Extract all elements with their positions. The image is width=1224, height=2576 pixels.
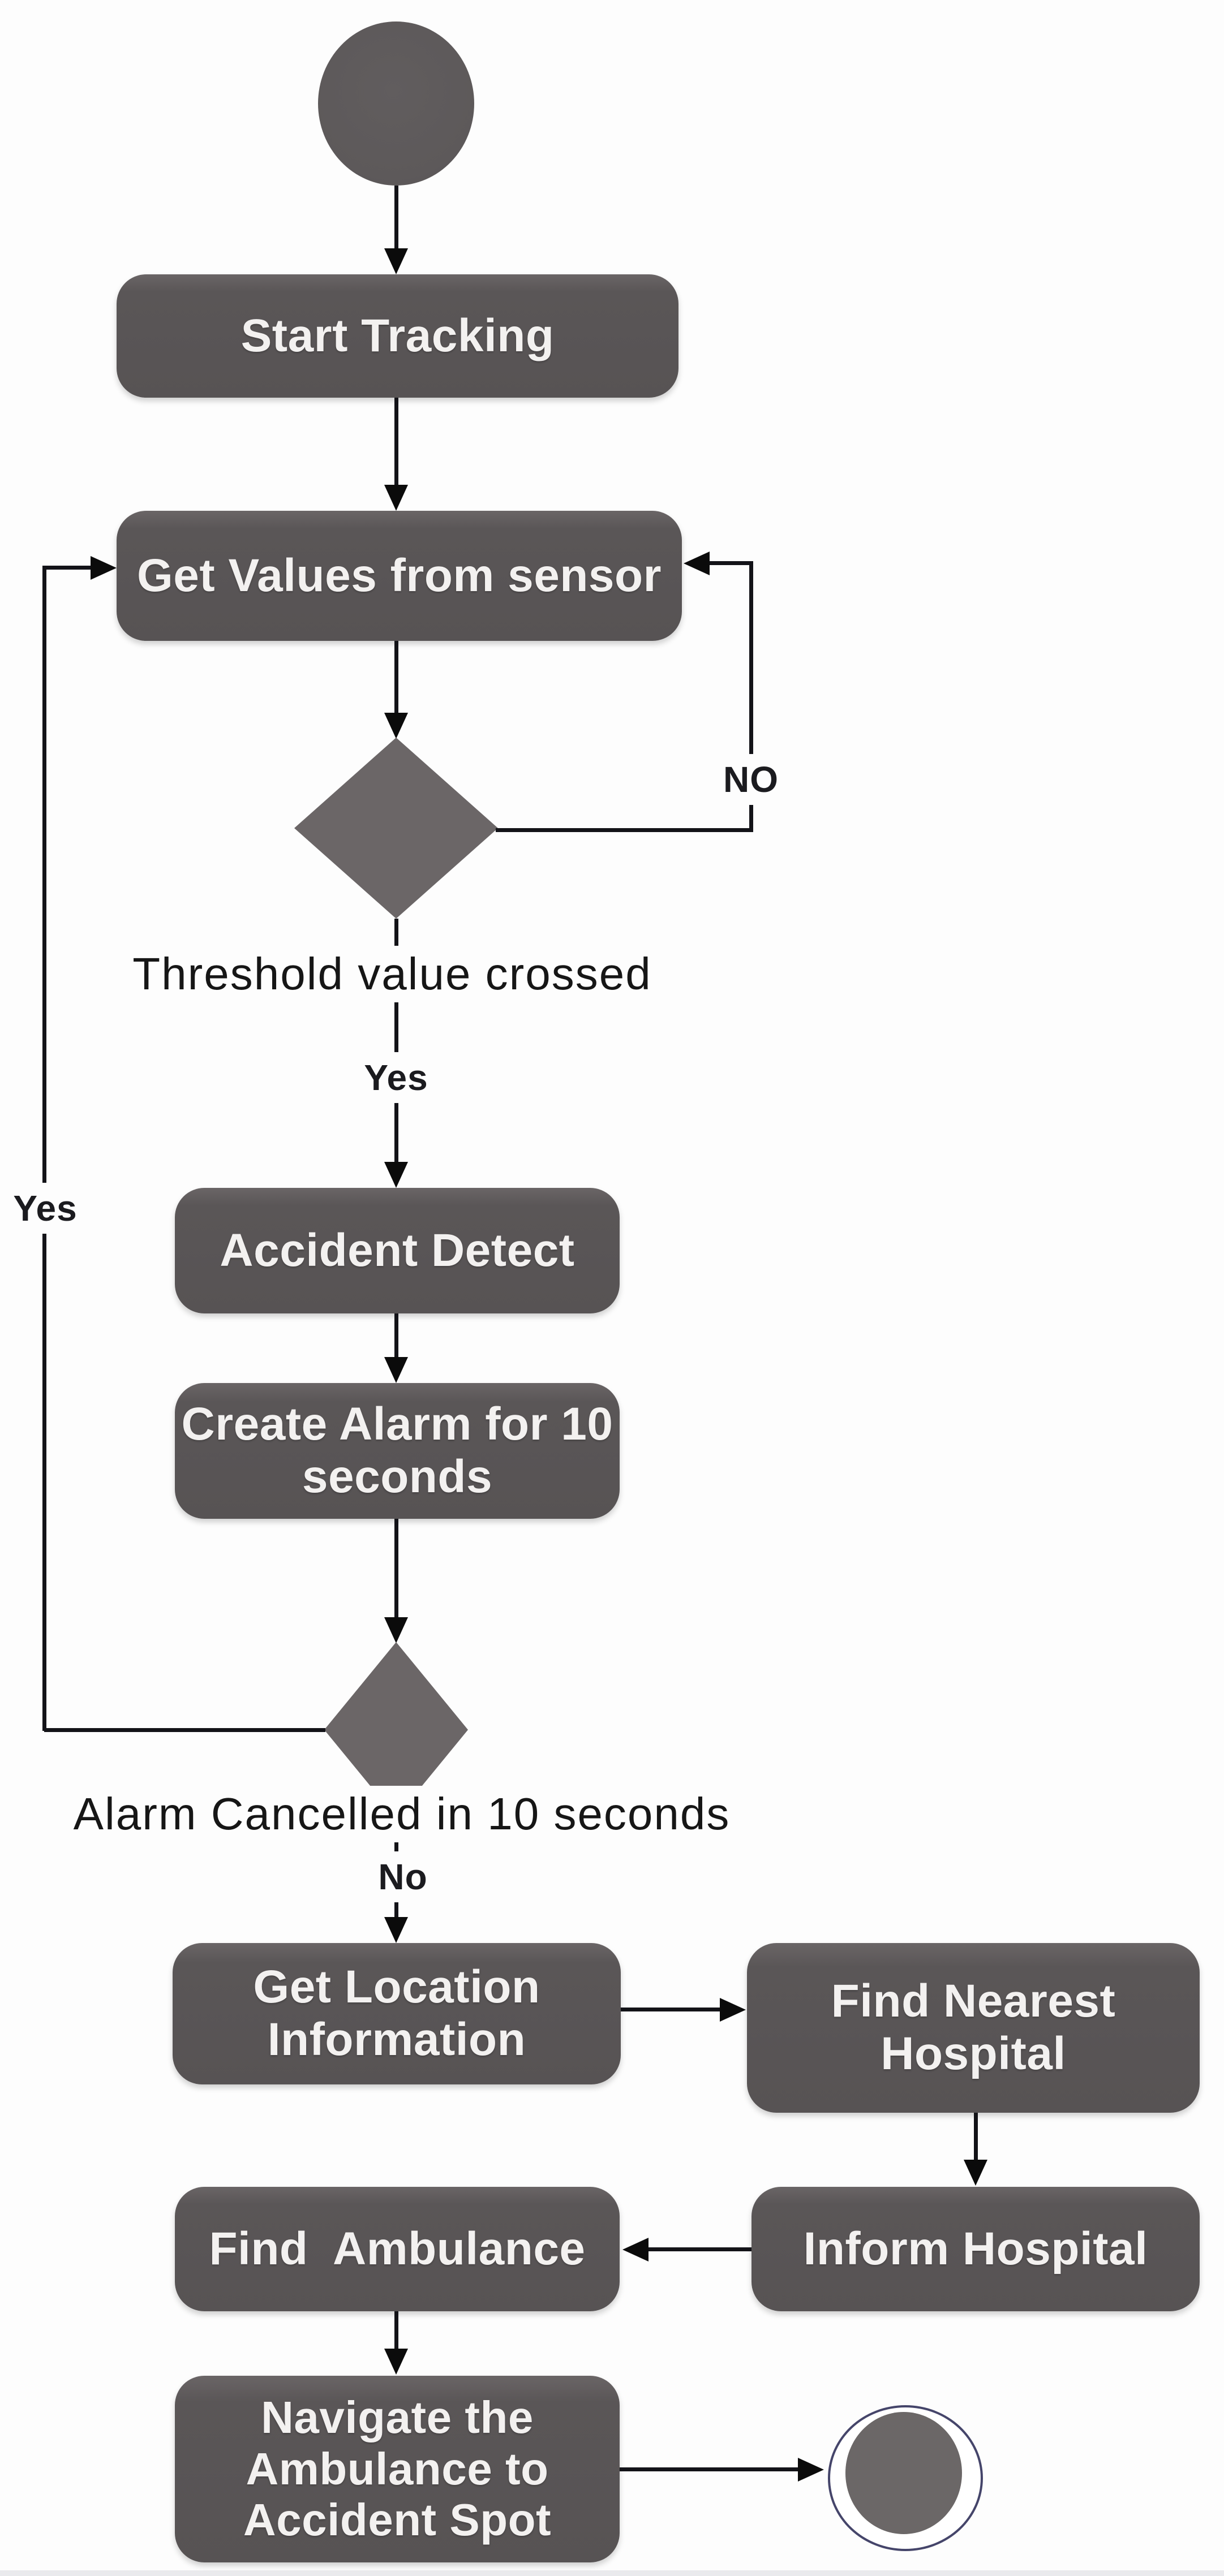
connector-start-to-tracking (394, 186, 398, 251)
arrowhead-down-icon (964, 2160, 987, 2186)
connector-accident-to-alarm (394, 1313, 398, 1359)
bottom-edge-strip (0, 2570, 1224, 2576)
annotation-alarm-cancelled: Alarm Cancelled in 10 seconds (67, 1786, 736, 1842)
edge-label-yes: Yes (354, 1052, 439, 1103)
edge-label-yes-loop: Yes (3, 1183, 88, 1234)
start-node-circle (318, 21, 474, 186)
connector-no-horizontal (496, 828, 753, 832)
connector-ambulance-to-navigate (394, 2311, 398, 2352)
arrowhead-right-icon (720, 1998, 746, 2022)
connector-no-vertical (749, 561, 753, 832)
arrowhead-left-icon (684, 552, 710, 575)
connector-yes-top (44, 566, 92, 570)
arrowhead-down-icon (384, 713, 408, 739)
node-get-values-from-sensor: Get Values from sensor (117, 511, 682, 641)
arrowhead-down-icon (384, 1617, 408, 1643)
connector-yes-vertical (42, 566, 46, 1731)
arrowhead-down-icon (384, 2349, 408, 2375)
arrowhead-down-icon (384, 1357, 408, 1383)
node-get-location: Get Location Information (173, 1943, 621, 2084)
arrowhead-down-icon (384, 1162, 408, 1188)
connector-getvalues-to-threshold (394, 641, 398, 716)
node-find-ambulance: Find Ambulance (175, 2187, 620, 2311)
node-find-nearest-hospital: Find Nearest Hospital (747, 1943, 1200, 2113)
node-accident-detect: Accident Detect (175, 1188, 620, 1313)
connector-alarm-to-cancel (394, 1519, 398, 1618)
arrowhead-down-icon (384, 1917, 408, 1943)
node-inform-hospital: Inform Hospital (751, 2187, 1200, 2311)
node-navigate-ambulance: Navigate the Ambulance to Accident Spot (175, 2376, 620, 2562)
arrowhead-down-icon (384, 485, 408, 511)
node-create-alarm: Create Alarm for 10 seconds (175, 1383, 620, 1519)
arrowhead-right-icon (91, 556, 117, 580)
edge-label-no-down: No (368, 1851, 438, 1902)
connector-yes-horizontal (44, 1728, 325, 1732)
arrowhead-left-icon (622, 2238, 648, 2261)
annotation-threshold: Threshold value crossed (127, 946, 658, 1002)
connector-nearest-to-inform (974, 2113, 978, 2161)
connector-inform-to-ambulance (648, 2247, 751, 2251)
end-node-circle (845, 2412, 962, 2534)
decision-threshold-crossed (294, 738, 498, 919)
node-start-tracking: Start Tracking (117, 274, 678, 398)
arrowhead-right-icon (798, 2458, 824, 2482)
connector-no-top (710, 561, 751, 565)
connector-navigate-to-end (620, 2467, 800, 2471)
connector-location-to-hospital (621, 2008, 723, 2011)
edge-label-no: NO (713, 754, 789, 805)
arrowhead-down-icon (384, 248, 408, 274)
connector-threshold-to-accident (394, 919, 398, 1163)
connector-tracking-to-getvalues (394, 398, 398, 486)
